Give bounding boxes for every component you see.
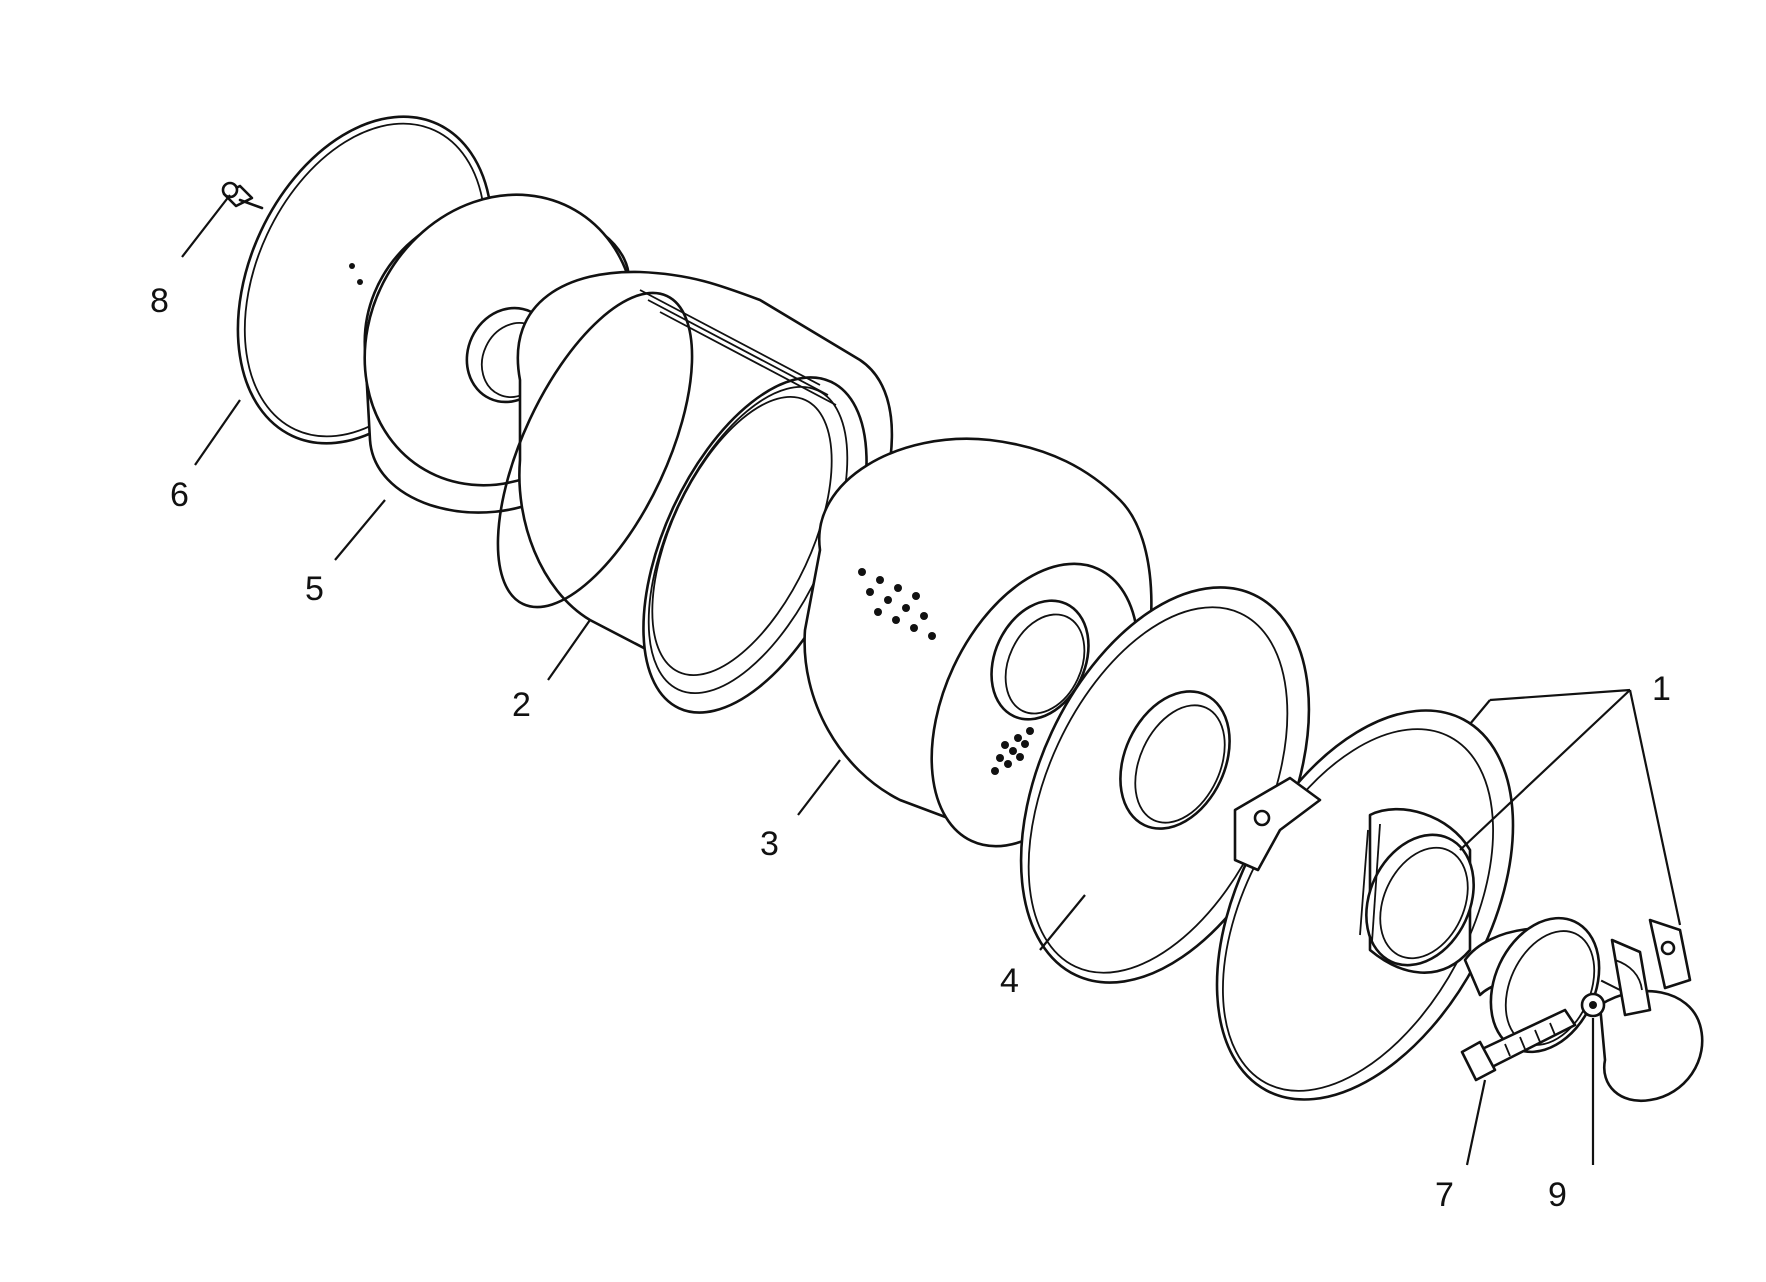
- part-7-bolt: [1460, 1008, 1577, 1082]
- callout-labels: 1 2 3 4 5 6 7 8 9: [150, 282, 1671, 1214]
- perforations-end: [991, 727, 1034, 775]
- callout-5: 5: [305, 570, 324, 608]
- callout-2: 2: [512, 686, 531, 724]
- part-1-housing: [1215, 709, 1515, 1101]
- callout-1: 1: [1652, 670, 1671, 708]
- callout-3: 3: [760, 825, 779, 863]
- callout-7: 7: [1435, 1176, 1454, 1214]
- callout-4: 4: [1000, 962, 1019, 1000]
- part-9-washer: [1580, 992, 1606, 1018]
- callout-9: 9: [1548, 1176, 1567, 1214]
- callout-8: 8: [150, 282, 169, 320]
- perforations-side: [858, 568, 936, 640]
- leader-lines: [181, 194, 1682, 1166]
- part-8-pin: [221, 181, 264, 210]
- part-1-clamp-bracket: [1598, 918, 1704, 1103]
- callout-6: 6: [170, 476, 189, 514]
